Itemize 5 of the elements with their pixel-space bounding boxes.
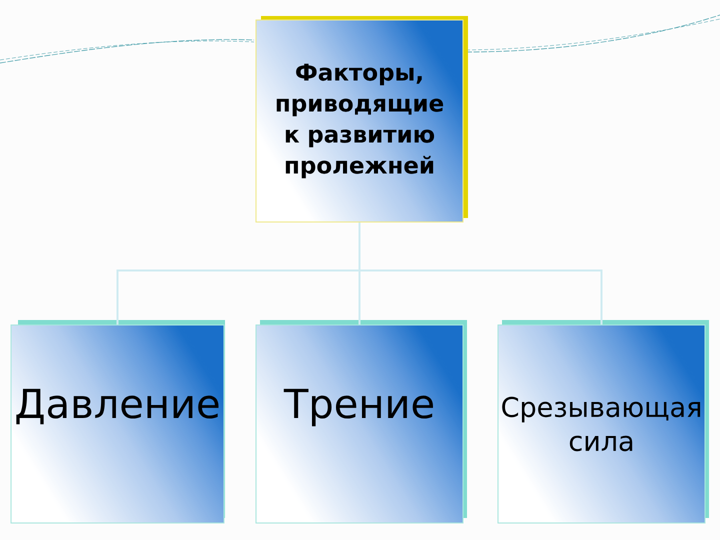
factor-box: Давление: [10, 320, 225, 524]
factor-box: Трение: [256, 320, 467, 524]
factor-box: Срезывающая сила: [498, 320, 709, 524]
factor-box: Факторы, приводящие к развитию пролежней: [256, 16, 468, 222]
connector-line: [116, 222, 602, 324]
